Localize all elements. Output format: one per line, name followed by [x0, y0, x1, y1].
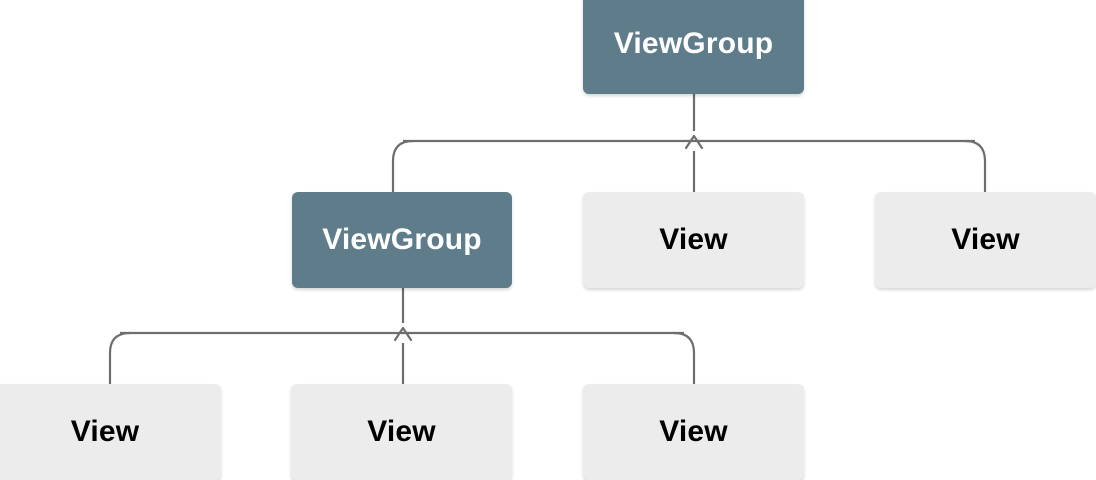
node-label: View [70, 415, 140, 448]
node-level2-view-right[interactable]: View [875, 192, 1096, 288]
node-label: ViewGroup [322, 223, 482, 256]
node-level2-viewgroup[interactable]: ViewGroup [292, 192, 512, 288]
edge-group2-to-view-l3-c [673, 331, 696, 384]
node-level3-view-middle[interactable]: View [291, 384, 512, 480]
node-label: View [367, 415, 436, 448]
junction-arrow-level-1-icon [684, 134, 704, 150]
node-level2-view-middle[interactable]: View [583, 192, 804, 288]
junction-arrow-level-2-icon [393, 326, 413, 342]
node-label: View [659, 415, 728, 448]
edge-root-to-view-l2-c [964, 139, 987, 192]
node-level3-view-left[interactable]: View [0, 384, 221, 480]
edge-root-to-group2 [391, 139, 414, 192]
edge-group2-to-view-l3-a [108, 331, 131, 384]
node-level3-view-right[interactable]: View [583, 384, 804, 480]
node-label: ViewGroup [613, 27, 774, 60]
node-root-viewgroup[interactable]: ViewGroup [583, 0, 804, 94]
node-label: View [659, 223, 728, 256]
node-label: View [951, 223, 1020, 256]
